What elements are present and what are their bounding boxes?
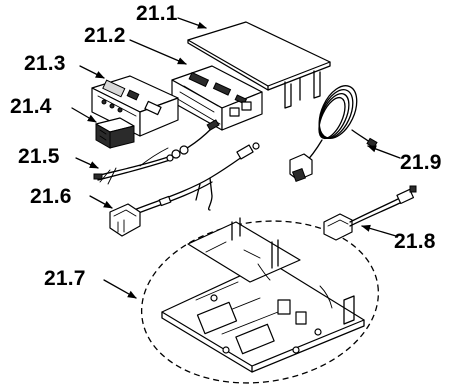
- leader-21-8: [361, 224, 397, 237]
- callout-21-1: 21.1: [136, 2, 178, 25]
- part-21-5-wiring-harness: [93, 119, 220, 185]
- callout-21-7: 21.7: [44, 267, 86, 290]
- callout-21-9: 21.9: [400, 151, 442, 174]
- part-21-9-power-cable: [289, 85, 378, 183]
- part-21-8-adapter-cable: [323, 185, 417, 241]
- part-21-7-base-plate: [140, 217, 380, 384]
- callout-21-2: 21.2: [84, 24, 126, 47]
- leader-lines: [71, 17, 401, 299]
- callout-21-8: 21.8: [394, 230, 436, 253]
- part-21-6-sensor-cable: [109, 142, 260, 237]
- callout-21-5: 21.5: [18, 145, 60, 168]
- part-21-2-control-unit: [171, 65, 263, 131]
- callout-21-3: 21.3: [24, 52, 66, 75]
- leader-21-9: [367, 145, 401, 159]
- part-21-1-cover-plate: [187, 21, 331, 109]
- leader-21-1: [177, 17, 207, 29]
- callout-21-4: 21.4: [10, 95, 52, 118]
- leader-21-4: [71, 107, 97, 123]
- leader-21-6: [89, 195, 113, 209]
- leader-21-3: [79, 65, 105, 79]
- leader-21-7: [103, 279, 137, 299]
- leader-21-2: [129, 39, 187, 65]
- part-21-4-small-module: [95, 117, 135, 149]
- callout-21-6: 21.6: [30, 185, 72, 208]
- leader-21-5: [75, 157, 99, 169]
